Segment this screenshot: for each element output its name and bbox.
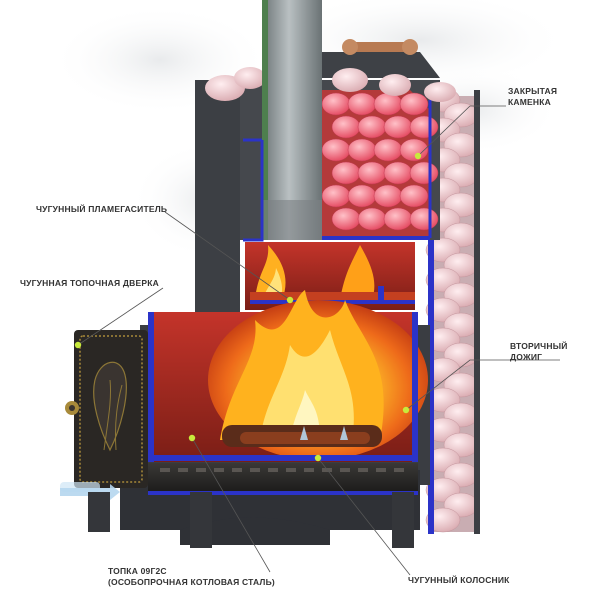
label-firebox-steel-line2: (ОСОБОПРОЧНАЯ КОТЛОВАЯ СТАЛЬ)	[108, 577, 275, 587]
top-stones	[205, 67, 456, 102]
label-grate-text: ЧУГУННЫЙ КОЛОСНИК	[408, 575, 510, 585]
leader-lines	[77, 105, 560, 576]
label-closed-heater-line2: КАМЕНКА	[508, 97, 551, 107]
label-flame-damper: ЧУГУННЫЙ ПЛАМЕГАСИТЕЛЬ	[36, 204, 167, 215]
label-secondary-burn: ВТОРИЧНЫЙ ДОЖИГ	[510, 341, 568, 363]
grate-and-ashpit	[148, 463, 418, 495]
label-firebox-door-text: ЧУГУННАЯ ТОПОЧНАЯ ДВЕРКА	[20, 278, 159, 288]
firebox-chamber	[148, 290, 428, 462]
callout-dots	[74, 152, 422, 462]
secondary-chamber	[245, 242, 415, 310]
stove-legs	[88, 492, 414, 548]
label-firebox-steel: ТОПКА 09Г2С (ОСОБОПРОЧНАЯ КОТЛОВАЯ СТАЛЬ…	[108, 566, 275, 588]
firebox-door	[60, 330, 148, 492]
chimney-pipe	[243, 0, 322, 242]
label-secondary-burn-line1: ВТОРИЧНЫЙ	[510, 341, 568, 351]
heater-chamber	[300, 39, 440, 240]
label-grate: ЧУГУННЫЙ КОЛОСНИК	[408, 575, 510, 586]
label-firebox-steel-line1: ТОПКА 09Г2С	[108, 566, 167, 576]
label-firebox-door: ЧУГУННАЯ ТОПОЧНАЯ ДВЕРКА	[20, 278, 159, 289]
label-secondary-burn-line2: ДОЖИГ	[510, 352, 543, 362]
label-flame-damper-text: ЧУГУННЫЙ ПЛАМЕГАСИТЕЛЬ	[36, 204, 168, 214]
label-closed-heater-line1: ЗАКРЫТАЯ	[508, 86, 558, 96]
label-closed-heater: ЗАКРЫТАЯ КАМЕНКА	[508, 86, 557, 108]
